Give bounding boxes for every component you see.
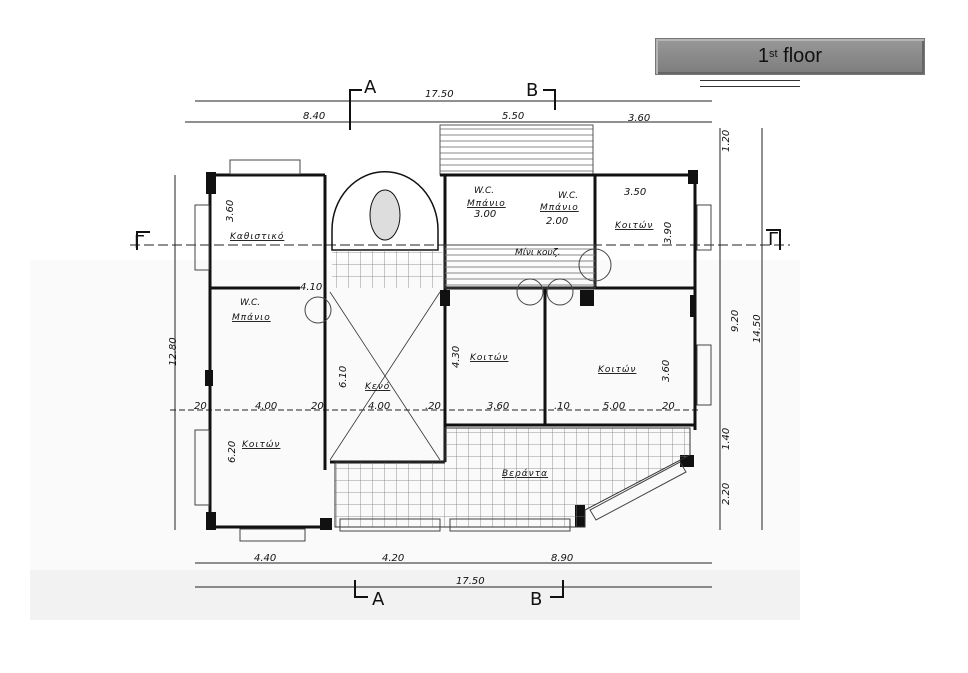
dim-row-c: 20 (311, 401, 324, 412)
veranda-floor (334, 427, 691, 528)
dim-row-e: .20 (425, 401, 441, 412)
dim-bottom-1: 4.40 (254, 553, 276, 564)
dim-bed-mid-h: 4.30 (451, 346, 462, 368)
dim-row-d: 4.00 (368, 401, 390, 412)
dim-living-h: 3.60 (225, 200, 236, 222)
section-mark-gamma-right: Γ (768, 229, 778, 250)
dim-veranda-1: 1.40 (721, 428, 732, 450)
dim-row-g: .10 (554, 401, 570, 412)
room-wc-1: W.C. (474, 186, 494, 196)
void-cross (329, 291, 441, 461)
dim-bed-sw-h: 6.20 (227, 441, 238, 463)
title-text: floor (777, 45, 823, 67)
dim-wc-w: 4.10 (300, 282, 322, 293)
room-kitchen: Μίνι κουζ. (515, 248, 561, 258)
dim-bottom-2: 4.20 (382, 553, 404, 564)
dim-bed-se-h: 3.60 (661, 360, 672, 382)
dim-row-f: 3.60 (487, 401, 509, 412)
kitchen-floor (444, 244, 596, 289)
room-bedroom-se: Κοιτών (598, 364, 636, 375)
dim-right-inner: 9.20 (730, 310, 741, 332)
section-mark-a-bottom: A (372, 589, 385, 610)
room-bath-1: Μπάνιο (467, 199, 506, 209)
dim-top-depth: 1.20 (721, 130, 732, 152)
section-mark-b-bottom: B (530, 589, 542, 610)
room-void: Κενό (365, 381, 390, 392)
dim-left-total: 12.80 (168, 337, 179, 366)
dim-top-left: 8.40 (303, 111, 325, 122)
dim-bed-ne-w: 3.50 (624, 187, 646, 198)
section-mark-a-top: A (364, 77, 377, 98)
room-bath-3: Μπάνιο (232, 313, 271, 323)
room-bedroom-ne: Κοιτών (615, 220, 653, 231)
room-living: Καθιστικό (230, 231, 284, 242)
dim-top-right: 3.60 (628, 113, 650, 124)
stair-landing (332, 250, 442, 288)
section-mark-b-top: B (526, 80, 538, 101)
door-swing (578, 248, 612, 282)
room-bedroom-mid: Κοιτών (470, 352, 508, 363)
dim-top-mid: 5.50 (502, 111, 524, 122)
title-superscript: st (769, 47, 778, 60)
dim-bath1: 3.00 (474, 209, 496, 220)
dim-row-i: 20 (662, 401, 675, 412)
dimension-lines (130, 100, 790, 588)
title-underline (700, 80, 800, 87)
dim-total-width-bottom: 17.50 (456, 576, 485, 587)
top-terrace (439, 124, 594, 176)
dim-bed-ne-h: 3.90 (663, 222, 674, 244)
room-veranda: Βεράντα (502, 469, 548, 479)
dim-row-b: 4.00 (255, 401, 277, 412)
door-swing (304, 296, 332, 324)
dim-bath2: 2.00 (546, 216, 568, 227)
room-wc-2: W.C. (558, 191, 578, 201)
room-wc-3: W.C. (240, 298, 260, 308)
dim-row-h: 5.00 (603, 401, 625, 412)
section-lines (136, 89, 781, 598)
room-bath-2: Μπάνιο (540, 203, 579, 213)
spiral-stair (331, 171, 439, 251)
scan-noise (30, 570, 800, 620)
title-number: 1 (757, 45, 770, 67)
dim-total-depth: 14.50 (752, 314, 763, 343)
stair-core (369, 189, 401, 241)
dim-bottom-3: 8.90 (551, 553, 573, 564)
dim-void-h: 6.10 (338, 366, 349, 388)
door-swing (516, 278, 544, 306)
door-swing (546, 278, 574, 306)
dim-row-a: 20 (194, 401, 207, 412)
section-mark-gamma-left: Γ (134, 232, 144, 253)
room-bedroom-sw: Κοιτών (242, 439, 280, 450)
dim-veranda-2: 2.20 (721, 483, 732, 505)
dim-total-width-top: 17.50 (425, 89, 454, 100)
planters (194, 159, 712, 542)
